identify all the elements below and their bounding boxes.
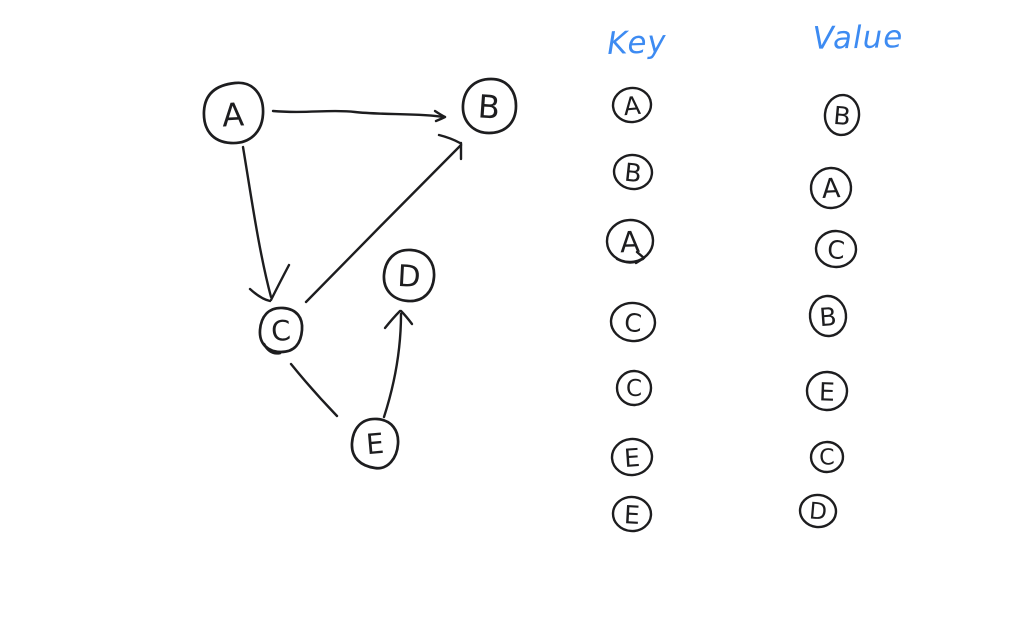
value-item-1: B [823,93,861,137]
value-item-7-letter: D [808,498,828,525]
value-item-1-circle [823,93,861,137]
value-item-6-letter: C [819,445,835,471]
mapping-table: Key Value A B A C C [605,19,904,533]
edge-E-D [382,309,414,419]
edge-A-C [241,145,291,303]
graph-node-E: E [350,417,400,470]
edge-C-E [289,362,339,418]
value-item-4: B [808,294,848,338]
key-item-1: A [611,86,653,124]
graph-node-C: C [258,306,304,355]
key-item-5: C [615,369,653,407]
graph-node-B-circle [461,77,518,135]
key-item-6-letter: E [623,443,641,473]
key-item-1-circle [611,86,653,124]
key-item-7-circle [611,495,653,533]
key-item-2-circle [612,153,654,191]
edge-A-B [271,109,447,123]
edge-A-B-arrowhead [433,109,447,123]
key-item-2: B [612,153,654,191]
edge-A-B-line [271,109,446,119]
value-item-5-circle [805,370,849,412]
key-item-3-letter: A [619,225,640,260]
edge-C-B-arrowhead [437,133,463,161]
value-item-1-letter: B [832,101,852,131]
key-item-3-flourish [615,250,646,265]
value-item-3: C [814,229,858,269]
graph-node-A: A [202,81,265,145]
key-item-7: E [611,495,653,533]
key-item-4-circle [609,301,657,343]
key-item-1-letter: A [622,91,642,121]
graph-node-A-circle [202,81,265,145]
edge-C-B-line [304,143,463,304]
edge-E-D-arrowhead [383,309,414,330]
value-item-3-letter: C [826,235,845,265]
key-item-3: A [605,218,655,265]
graph-node-D-label: D [397,259,422,295]
value-item-7-circle [798,493,838,529]
graph-node-D-circle [382,248,436,303]
key-item-7-letter: E [623,500,640,530]
value-item-5-letter: E [819,377,836,407]
key-item-4-letter: C [623,308,642,338]
edge-C-B [304,133,463,304]
value-item-7: D [798,493,838,529]
value-item-6: C [809,440,845,474]
value-item-2-circle [809,166,853,210]
edge-A-C-arrowhead [248,263,291,303]
value-item-5: E [805,370,849,412]
value-item-4-letter: B [818,302,837,332]
graph-node-D: D [382,248,436,303]
edge-A-C-line [241,145,273,299]
value-column-header: Value [812,19,903,57]
graph-node-C-circle [258,306,304,355]
graph-node-B-label: B [477,87,502,126]
key-item-5-circle [615,369,653,407]
graph-node-E-circle [350,417,400,470]
key-column-header: Key [607,24,668,62]
key-item-6-circle [610,437,654,477]
key-item-6: E [610,437,654,477]
graph-node-C-label: C [270,314,292,348]
key-item-5-letter: C [626,376,642,402]
graph-node-A-label: A [221,95,245,134]
graph-drawing: A B C D E [202,77,518,470]
value-item-2: A [809,166,853,210]
key-item-4: C [609,301,657,343]
key-item-2-letter: B [623,158,643,189]
value-item-6-circle [809,440,845,474]
edge-E-D-line [382,312,403,419]
value-item-3-circle [814,229,858,269]
value-item-4-circle [808,294,848,338]
value-item-2-letter: A [821,173,842,205]
key-column: A B A C C E [605,86,657,533]
value-column: B A C B E C D [798,93,861,529]
graph-node-E-label: E [365,427,386,461]
edge-C-E-line [289,362,339,418]
graph-node-B: B [461,77,518,135]
